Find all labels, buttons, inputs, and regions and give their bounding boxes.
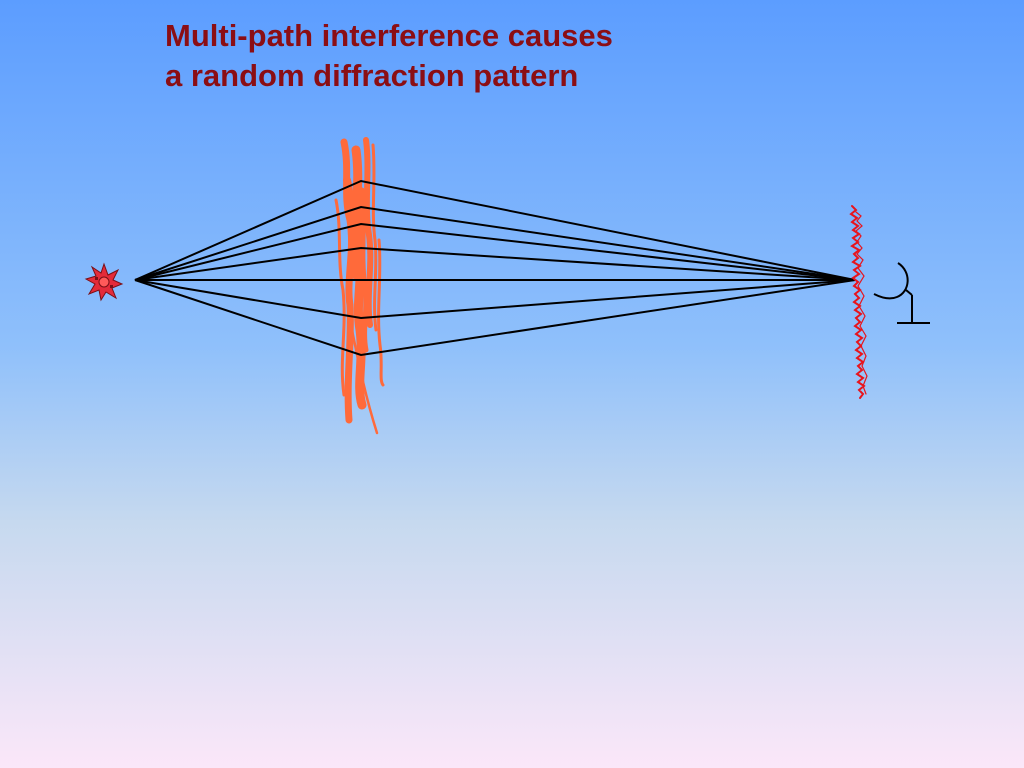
screen-streak [377,238,385,387]
pattern-squiggle [849,205,866,399]
star-source-icon [84,262,124,302]
screen-streak [343,176,359,279]
pattern-squiggle [855,211,868,395]
star-dot [110,285,113,288]
dish-arm [905,289,913,296]
diffraction-pattern [849,205,868,399]
star-dot [95,277,98,280]
ray-paths [134,179,856,357]
screen-streak [350,328,379,435]
ray-path [134,179,856,281]
screen-streak [363,137,374,328]
title-line-1: Multi-path interference causes [165,18,613,53]
star-core [98,276,110,288]
slide-title: Multi-path interference causes a random … [165,16,725,96]
screen-streak [371,143,378,332]
ray-path [134,246,856,281]
ray-path [134,205,856,281]
dish-antenna-icon [873,262,930,324]
ray-path [134,279,856,320]
ray-path [134,222,856,281]
dish-reflector [873,262,909,300]
title-line-2: a random diffraction pattern [165,58,579,93]
screen-streak [359,187,369,353]
ray-path [134,279,856,357]
